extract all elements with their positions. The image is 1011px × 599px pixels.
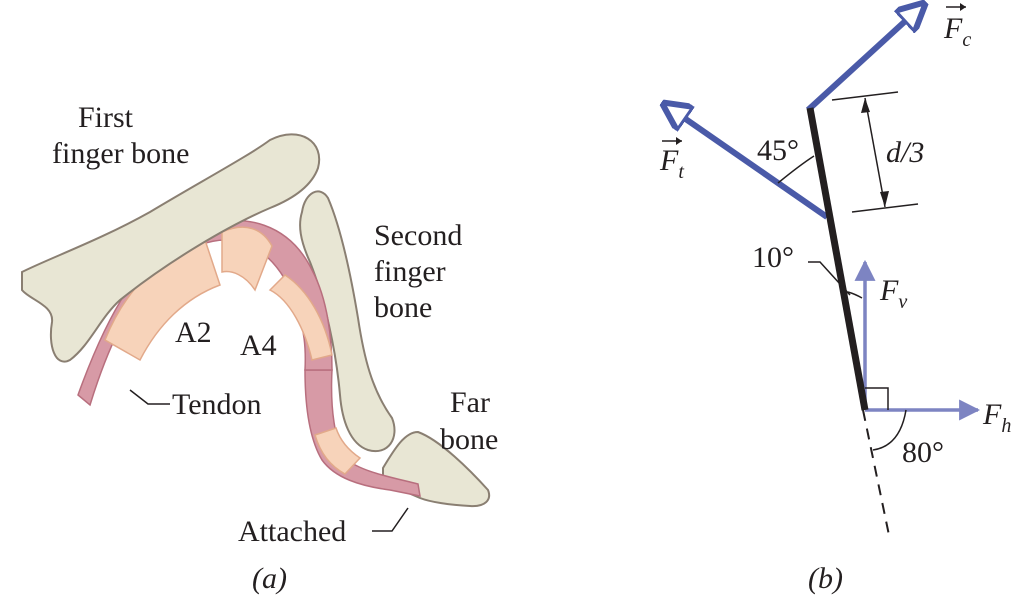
force-c-label: Fc	[943, 12, 971, 51]
dashed-extension-line	[862, 409, 891, 541]
angle-10-leader	[808, 261, 851, 296]
pulley-a2-label: A2	[175, 316, 212, 349]
attached-label: Attached	[238, 515, 346, 548]
angle-45-arc	[777, 155, 815, 184]
distance-arrowhead-bottom	[880, 191, 889, 207]
first-finger-bone-label-line1: First	[78, 101, 134, 134]
force-c-vector	[805, 4, 924, 113]
angle-80-arc	[872, 409, 907, 451]
panel-b-caption: (b)	[808, 562, 843, 595]
distance-tick-bottom	[851, 203, 919, 213]
pulley-sheath-top	[221, 226, 273, 292]
angle-10-arc	[847, 291, 863, 299]
tendon-leader-line	[129, 389, 170, 405]
right-angle-marker	[865, 387, 889, 410]
first-finger-bone	[21, 133, 321, 363]
attached-leader-line	[372, 507, 409, 532]
pulley-lower-sheath	[314, 427, 362, 475]
tendon-label: Tendon	[172, 388, 262, 421]
first-finger-bone-label-line2: finger bone	[52, 137, 189, 170]
far-bone-label-line2: bone	[440, 423, 498, 456]
angle-10-label: 10°	[752, 241, 794, 274]
angle-45-label: 45°	[757, 134, 799, 167]
panel-a-caption: (a)	[252, 562, 287, 595]
bone-bar	[806, 107, 869, 411]
force-h-label: Fh	[982, 398, 1011, 437]
vector-arrow-t	[662, 137, 682, 145]
pulley-a4-label: A4	[240, 329, 277, 362]
finger-anatomy-panel: First finger bone Second finger bone Far…	[21, 101, 498, 595]
force-t-label: Ft	[659, 144, 684, 183]
distance-label: d/3	[886, 136, 924, 169]
far-bone-label-line1: Far	[450, 386, 490, 419]
distance-tick-top	[831, 91, 899, 101]
vector-arrow-c	[946, 3, 966, 11]
second-finger-bone-label-line3: bone	[374, 291, 432, 324]
second-finger-bone-label-line2: finger	[374, 255, 446, 288]
force-diagram-panel: Fc Ft Fv Fh 45° 10° 80° d/3 (b)	[659, 3, 1011, 595]
pulley-a4-sheath	[268, 274, 333, 361]
force-v-label: Fv	[879, 274, 907, 313]
force-t-vector	[664, 104, 829, 220]
second-finger-bone-label-line1: Second	[374, 219, 462, 252]
distance-arrowhead-top	[861, 98, 870, 113]
distance-arrow	[864, 97, 886, 208]
angle-80-label: 80°	[902, 436, 944, 469]
